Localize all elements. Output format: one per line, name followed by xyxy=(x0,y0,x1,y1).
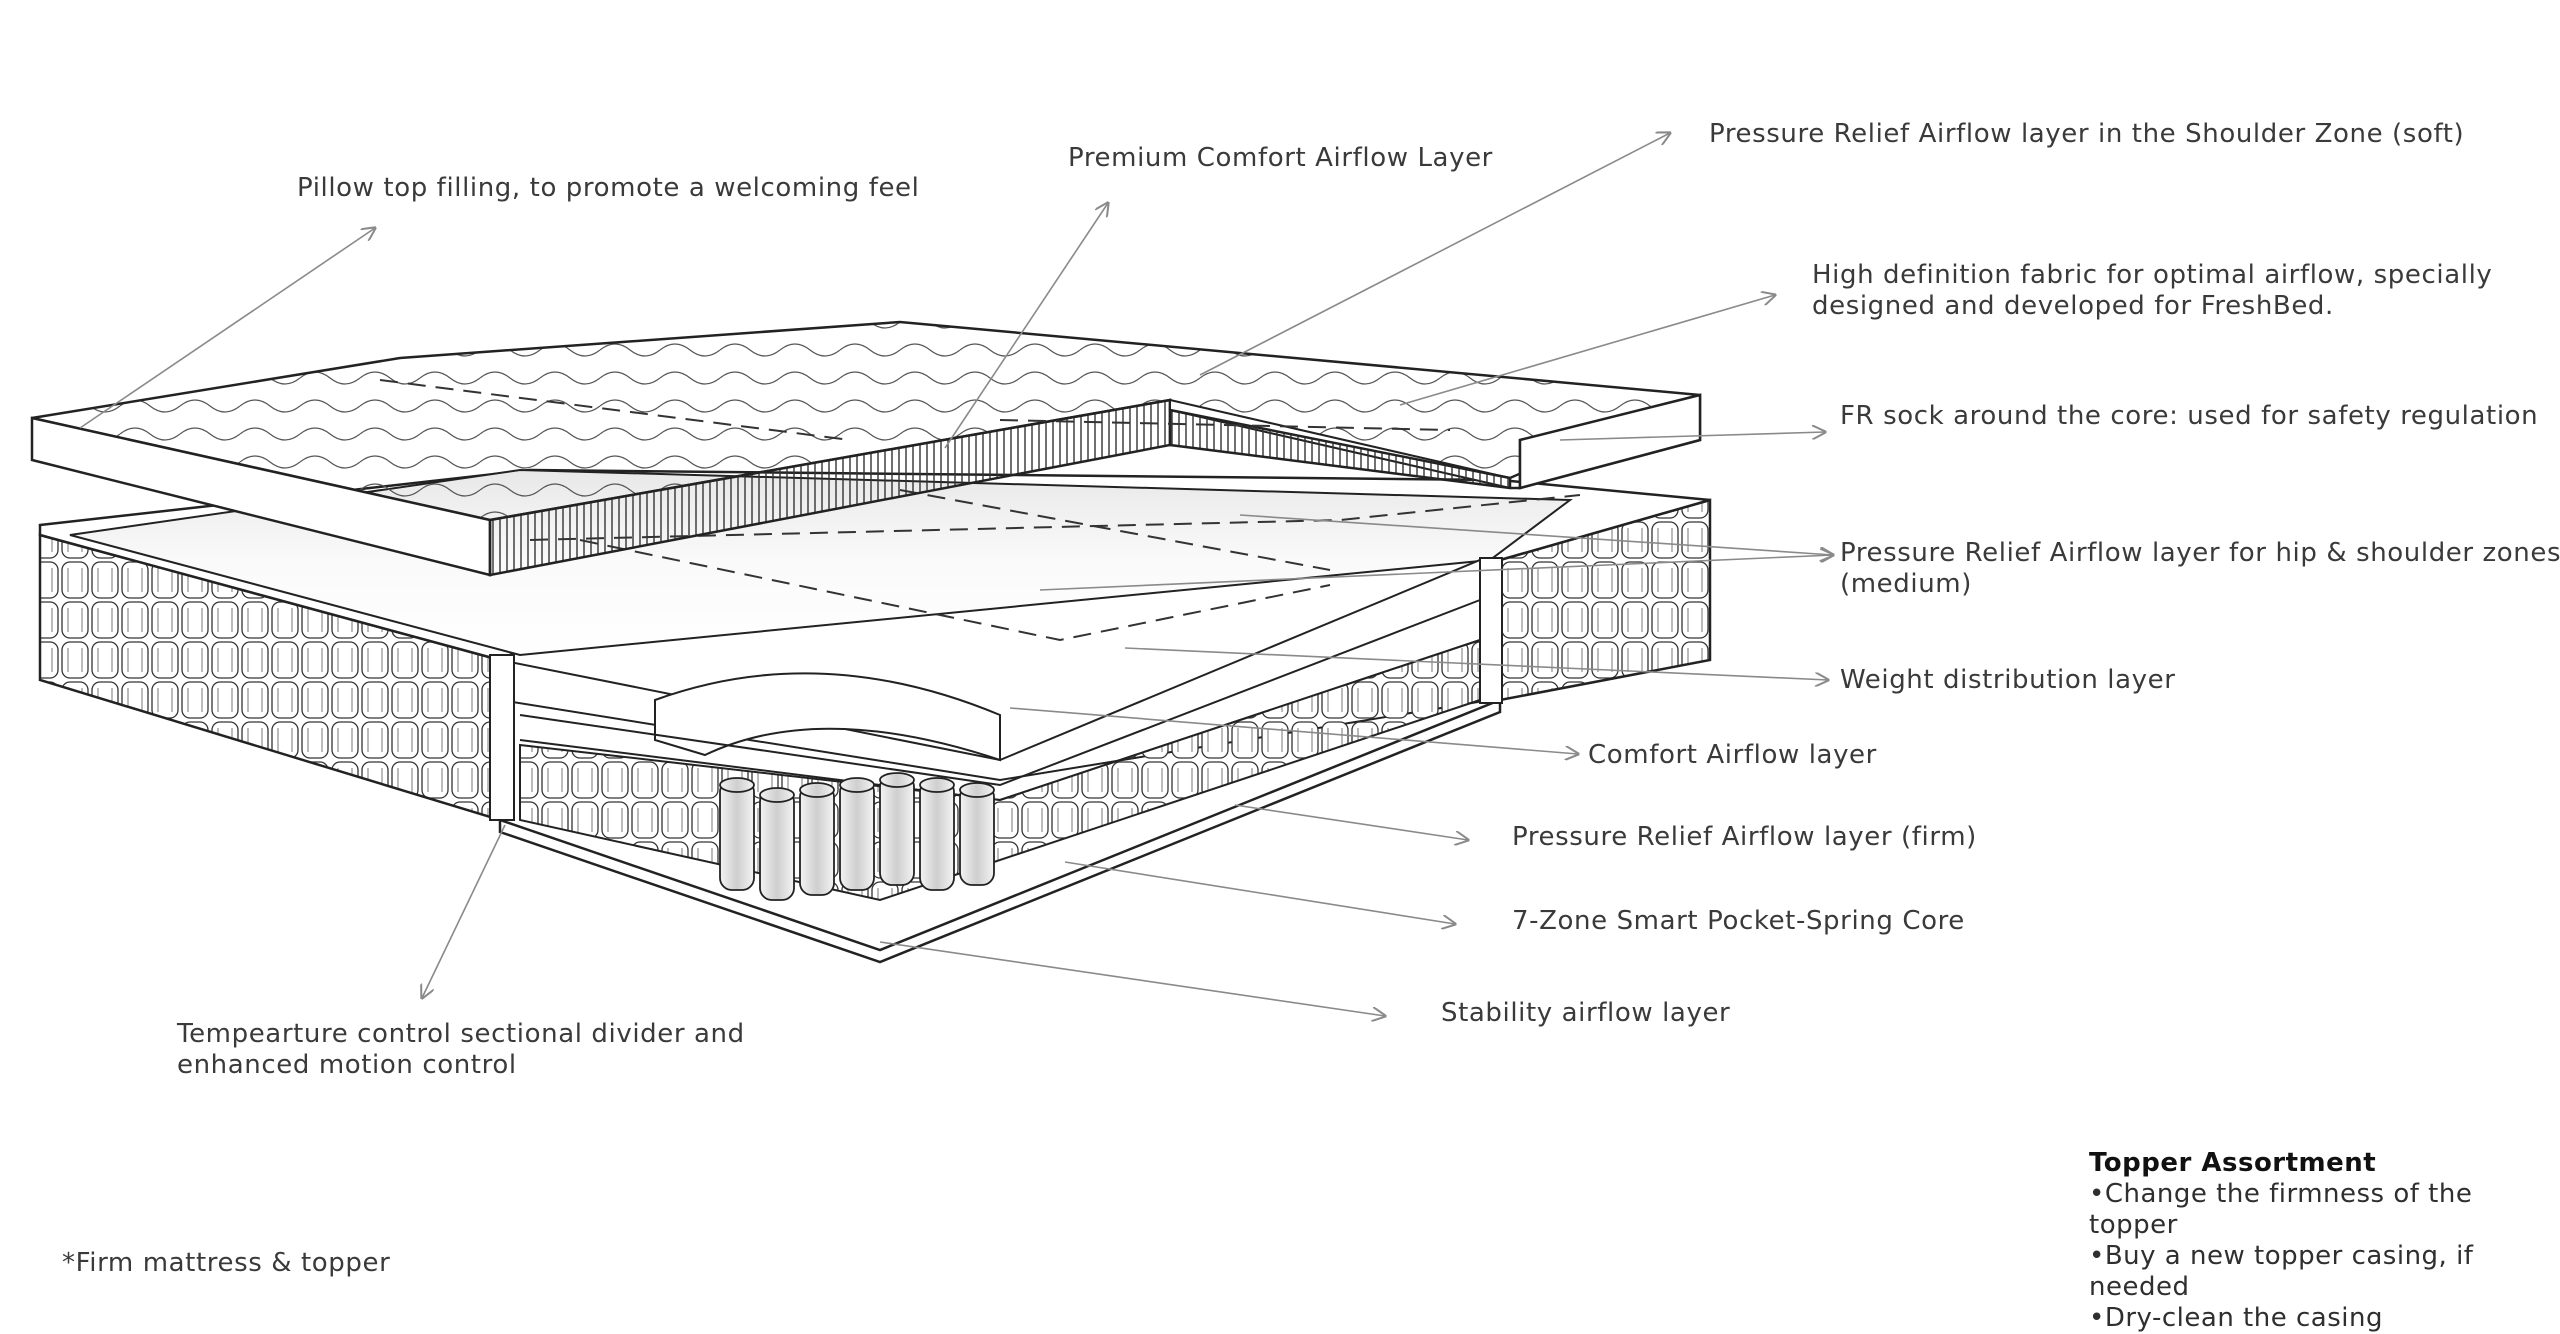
divider-post-right xyxy=(1479,557,1503,704)
leader-pressure-firm xyxy=(1234,804,1468,840)
callout-hd-fabric: High definition fabric for optimal airfl… xyxy=(1812,260,2492,322)
leader-weight-dist xyxy=(1124,647,1828,680)
spring-cluster xyxy=(719,772,995,901)
topper-dashed-zone xyxy=(379,379,1451,441)
leader-pillow-top xyxy=(79,228,375,429)
leader-hip-shoulder-b xyxy=(1239,514,1833,555)
callout-weight-dist: Weight distribution layer xyxy=(1840,665,2176,695)
callout-hip-shoulder-line-1: Pressure Relief Airflow layer for hip & … xyxy=(1840,538,2560,568)
callout-temp-control-line-1: Tempearture control sectional divider an… xyxy=(177,1019,745,1049)
callout-stability: Stability airflow layer xyxy=(1441,998,1731,1028)
callout-hip-shoulder: Pressure Relief Airflow layer for hip & … xyxy=(1840,538,2560,600)
leader-hip-shoulder-a xyxy=(1039,555,1833,591)
callout-hd-fabric-line-1: High definition fabric for optimal airfl… xyxy=(1812,260,2493,290)
callout-temp-control-line-2: enhanced motion control xyxy=(177,1050,517,1080)
callout-hip-shoulder-line-2: (medium) xyxy=(1840,569,1972,599)
leader-fr-sock xyxy=(1559,432,1825,441)
cutaway-layer-line-1 xyxy=(519,599,1481,787)
callout-hd-fabric-line-2: designed and developed for FreshBed. xyxy=(1812,291,2334,321)
callout-premium-comfort: Premium Comfort Airflow Layer xyxy=(1068,143,1493,173)
callout-spring-core: 7-Zone Smart Pocket-Spring Core xyxy=(1512,906,1965,936)
leader-shoulder-zone xyxy=(1199,133,1670,376)
leader-hd-fabric xyxy=(1399,295,1775,406)
leader-premium-comfort xyxy=(944,203,1108,449)
topper-assortment-list: Change the firmness of the topper Buy a … xyxy=(2089,1179,2560,1334)
leader-lines xyxy=(79,133,1833,1016)
callout-fr-sock: FR sock around the core: used for safety… xyxy=(1840,401,2539,431)
topper-assortment: Topper Assortment Change the firmness of… xyxy=(2089,1148,2560,1334)
leader-temp-control xyxy=(422,824,506,998)
zone-dashed-outline-3 xyxy=(899,489,1331,571)
divider-post-left xyxy=(489,654,515,821)
callout-shoulder-zone: Pressure Relief Airflow layer in the Sho… xyxy=(1709,119,2465,149)
callout-pressure-firm: Pressure Relief Airflow layer (firm) xyxy=(1512,822,1977,852)
leader-stability xyxy=(879,941,1385,1016)
topper-right-end xyxy=(1518,393,1702,490)
topper-assortment-title: Topper Assortment xyxy=(2089,1148,2377,1178)
zone-dashed-outline-2 xyxy=(579,539,1331,642)
footnote: *Firm mattress & topper xyxy=(62,1248,391,1278)
list-item: Dry-clean the casing xyxy=(2089,1303,2560,1334)
leader-comfort-airflow xyxy=(1009,707,1578,754)
stability-base-edge xyxy=(498,698,1502,964)
callout-comfort-airflow: Comfort Airflow layer xyxy=(1588,740,1877,770)
topper xyxy=(30,320,1702,577)
leader-spring-core xyxy=(1064,861,1455,924)
base-mattress xyxy=(38,468,1712,964)
cutaway-comfort-layers xyxy=(654,672,1001,762)
list-item: Change the firmness of the topper xyxy=(2089,1179,2560,1241)
callout-temp-control: Tempearture control sectional divider an… xyxy=(177,1019,745,1081)
callout-pillow-top: Pillow top filling, to promote a welcomi… xyxy=(297,173,920,203)
list-item: Buy a new topper casing, if needed xyxy=(2089,1241,2560,1303)
